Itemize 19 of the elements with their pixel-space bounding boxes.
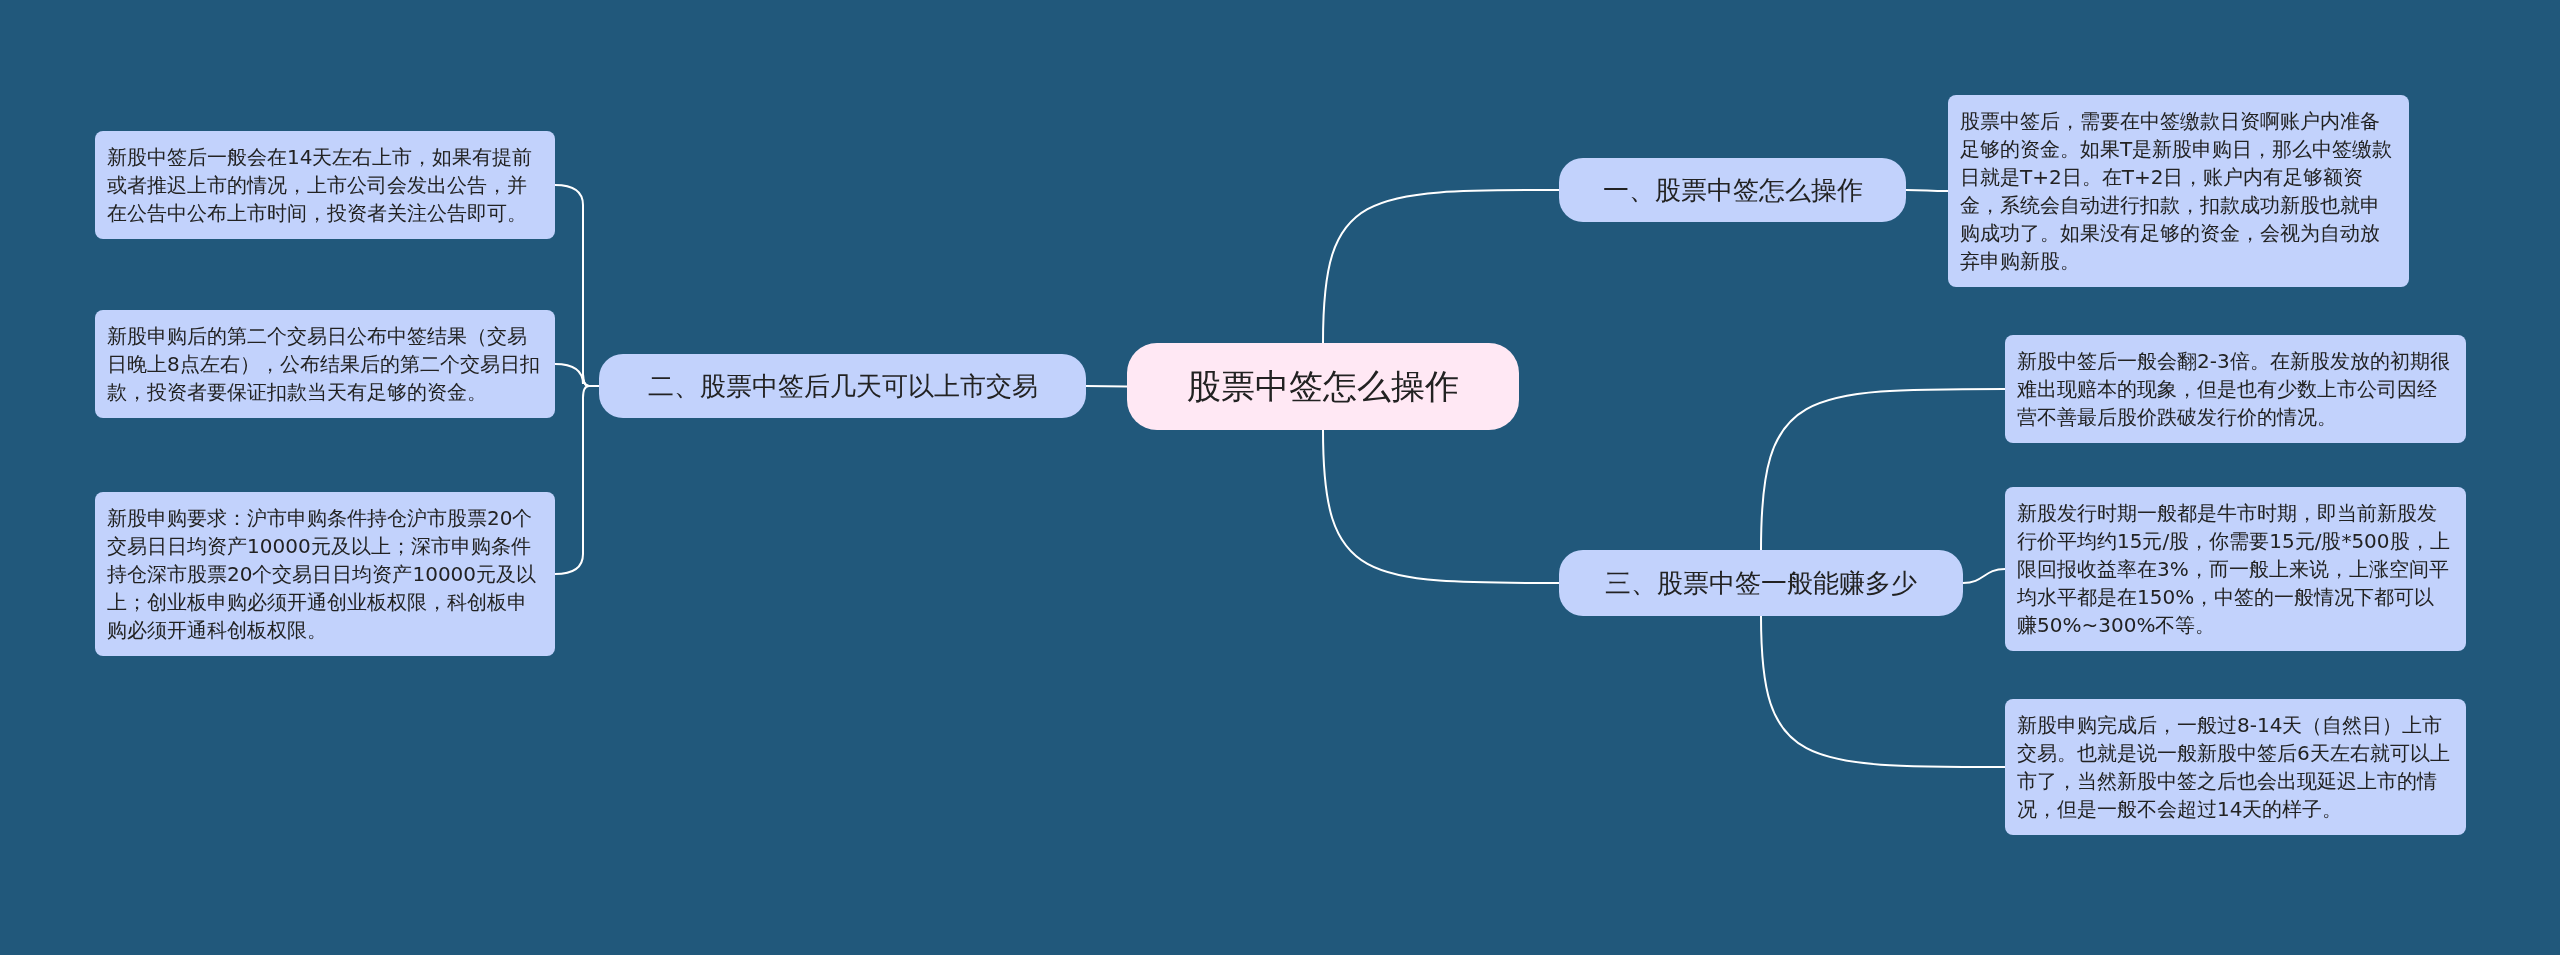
connector-line bbox=[1905, 189, 1949, 192]
branch-topic: 三、股票中签一般能赚多少 bbox=[1559, 550, 1963, 616]
note-box: 股票中签后，需要在中签缴款日资啊账户内准备足够的资金。如果T是新股申购日，那么中签缴款日就是T+2日。在T+2日，账户内有足够额资金，系统会自动进行扣款，扣款成功新股也就申购成功了。如果没有足够的资金，会视为自动放弃申购新股。 bbox=[1948, 95, 2409, 287]
branch-topic: 二、股票中签后几天可以上市交易 bbox=[599, 354, 1086, 418]
note-box: 新股申购后的第二个交易日公布中签结果（交易日晚上8点左右），公布结果后的第二个交易日扣款，投资者要保证扣款当天有足够的资金。 bbox=[95, 310, 555, 418]
connector-line bbox=[1085, 385, 1128, 388]
note-box: 新股中签后一般会在14天左右上市，如果有提前或者推迟上市的情况，上市公司会发出公告，并在公告中公布上市时间，投资者关注公告即可。 bbox=[95, 131, 555, 239]
central-topic: 股票中签怎么操作 bbox=[1127, 343, 1519, 430]
note-box: 新股中签后一般会翻2-3倍。在新股发放的初期很难出现赔本的现象，但是也有少数上市公司因经营不善最后股价跌破发行价的情况。 bbox=[2005, 335, 2466, 443]
note-box: 新股发行时期一般都是牛市时期，即当前新股发行价平均约15元/股，你需要15元/股*500股，上限回报收益率在3%，而一般上来说，上涨空间平均水平都是在150%，中签的一般情况下都可以赚50%~300%不等。 bbox=[2005, 487, 2466, 651]
connector-line bbox=[1322, 429, 1560, 584]
note-box: 新股申购完成后，一般过8-14天（自然日）上市交易。也就是说一般新股中签后6天左右就可以上市了，当然新股中签之后也会出现延迟上市的情况，但是一般不会超过14天的样子。 bbox=[2005, 699, 2466, 835]
connector-line bbox=[1322, 189, 1560, 344]
connector-line bbox=[1962, 568, 2006, 584]
connector-line bbox=[1760, 388, 2006, 551]
connector-line bbox=[1760, 615, 2006, 768]
branch-topic: 一、股票中签怎么操作 bbox=[1559, 158, 1906, 222]
note-box: 新股申购要求：沪市申购条件持仓沪市股票20个交易日日均资产10000元及以上；深市申购条件持仓深市股票20个交易日日均资产10000元及以上；创业板申购必须开通创业板权限，科创板申购必须开通科创板权限。 bbox=[95, 492, 555, 656]
connector-line bbox=[554, 385, 600, 575]
